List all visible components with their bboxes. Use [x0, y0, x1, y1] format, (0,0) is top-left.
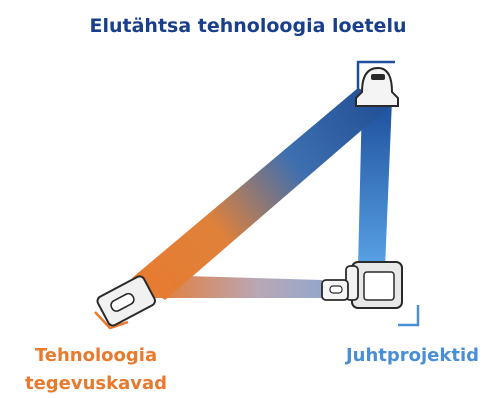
corner-bracket-icon: [356, 60, 395, 90]
label-technology-roadmaps: Tehnoloogia tegevuskavad: [24, 345, 168, 394]
label-flagship-projects: Juhtprojektid: [345, 345, 480, 366]
corner-bracket-icon: [398, 305, 420, 327]
vertical-strap: [358, 100, 392, 268]
diagram-title: Elutähtsa tehnoloogia loetelu: [89, 15, 407, 37]
seatbelt-buckle: [321, 261, 403, 309]
lap-strap: [150, 275, 322, 298]
diagonal-strap: [132, 88, 392, 300]
top-anchor: [355, 66, 399, 107]
seatbelt-tongue: [96, 275, 156, 327]
corner-bracket-icon: [94, 311, 129, 330]
